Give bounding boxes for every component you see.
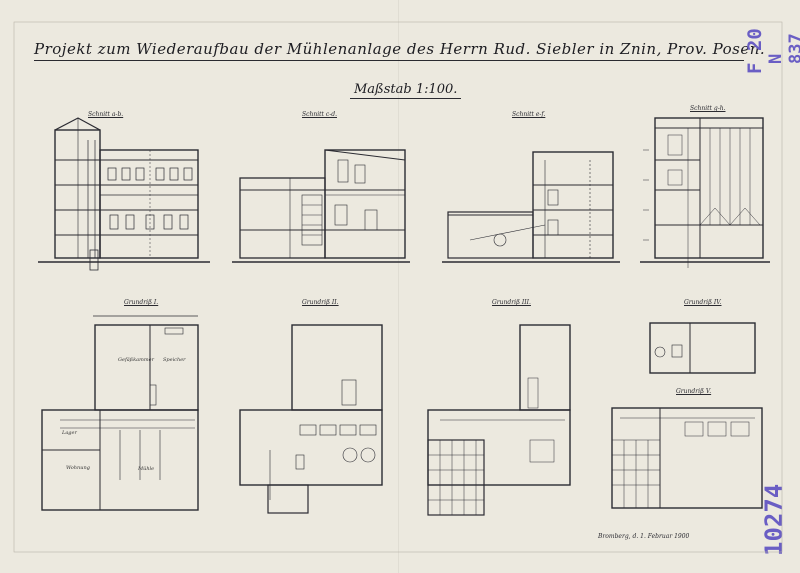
plan-caption-1: Grundriß I. — [124, 299, 159, 306]
section-ef — [442, 151, 620, 263]
room-label-1: Gefäßkammer — [118, 357, 154, 363]
plan-2 — [239, 324, 383, 514]
room-label-4: Mühle — [138, 466, 155, 472]
section-cd — [232, 149, 410, 263]
section-caption-ab: Schnitt a-b. — [88, 111, 124, 118]
plan-5 — [611, 407, 763, 509]
section-gh — [640, 117, 770, 268]
section-caption-ef: Schnitt e-f. — [512, 111, 546, 118]
plan-3 — [427, 324, 571, 516]
plan-4 — [649, 322, 756, 374]
drawing-title: Projekt zum Wiederaufbau der Mühlenanlag… — [34, 40, 765, 61]
plan-caption-4: Grundriß IV. — [684, 299, 722, 306]
plan-caption-5: Grundriß V. — [676, 388, 712, 395]
section-ab — [38, 117, 210, 271]
room-label-3: Lager — [62, 430, 77, 436]
scale-label: Maßstab 1:100. — [350, 82, 462, 99]
plan-caption-2: Grundriß II. — [302, 299, 339, 306]
room-label-2: Speicher — [163, 357, 186, 363]
section-caption-gh: Schnitt g-h. — [690, 105, 726, 112]
date-signature: Bromberg, d. 1. Februar 1900 — [598, 533, 690, 540]
section-caption-cd: Schnitt c-d. — [302, 111, 337, 118]
sheet-border — [13, 21, 783, 553]
room-label-5: Wohnung — [66, 465, 90, 471]
fold-line — [398, 0, 399, 573]
plan-1 — [41, 315, 199, 511]
plan-caption-3: Grundriß III. — [492, 299, 531, 306]
